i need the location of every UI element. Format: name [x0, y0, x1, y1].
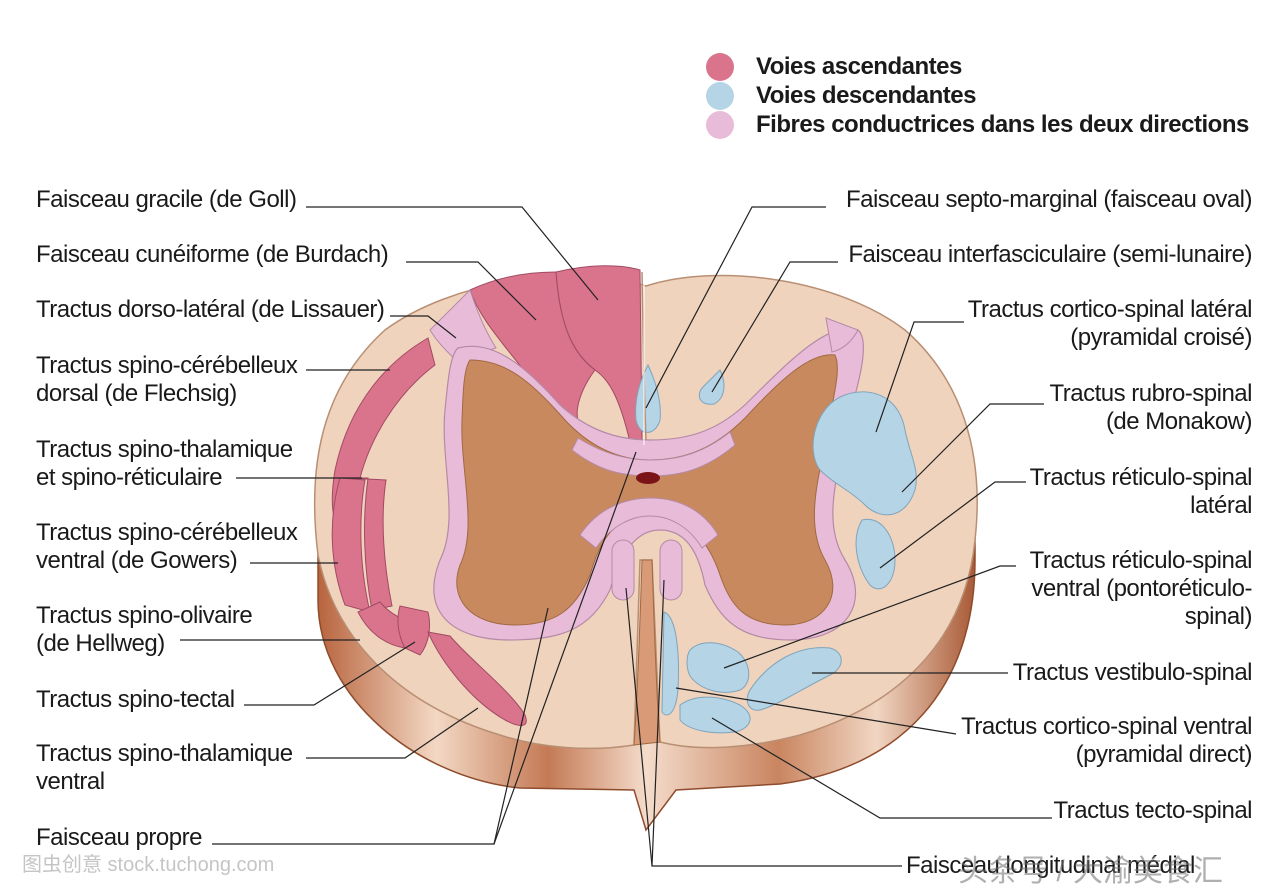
label-line: ventral [36, 768, 105, 795]
label-spino-thal-ventral: Tractus spino-thalamique ventral [36, 740, 293, 796]
label-reticulo-ventral: Tractus réticulo-spinal ventral (pontoré… [1029, 547, 1253, 631]
label-line: ventral (pontoréticulo- [1031, 575, 1252, 602]
label-reticulo-lat: Tractus réticulo-spinal latéral [1029, 464, 1253, 520]
reticulo-ventral-tract [686, 642, 750, 693]
label-septo: Faisceau septo-marginal (faisceau oval) [845, 186, 1253, 214]
label-line: spinal) [1184, 603, 1253, 630]
label-vestibulo: Tractus vestibulo-spinal [1012, 659, 1253, 687]
label-line: Tractus dorso-latéral (de Lissauer) [36, 296, 385, 323]
spino-tectal-tract [397, 605, 431, 656]
cuneiforme-tract [469, 271, 596, 422]
legend-item-ascending: Voies ascendantes [706, 52, 1249, 81]
vestibulo-tract [746, 647, 842, 711]
label-line: Tractus tecto-spinal [1053, 797, 1252, 824]
label-cs-ventral: Tractus cortico-spinal ventral (pyramida… [961, 713, 1252, 769]
label-longitudinal: Faisceau longitudinal médial [906, 852, 1195, 880]
label-line: Faisceau longitudinal médial [906, 852, 1195, 879]
legend-swatch [706, 81, 734, 110]
central-commissure-band [571, 431, 736, 477]
label-line: Faisceau septo-marginal (faisceau oval) [845, 186, 1253, 213]
label-line: ventral (de Gowers) [36, 547, 238, 574]
reticulo-lat-tract [855, 518, 896, 590]
label-cs-lateral: Tractus cortico-spinal latéral (pyramida… [967, 296, 1253, 352]
label-line: (pyramidal croisé) [1070, 324, 1252, 351]
label-lissauer: Tractus dorso-latéral (de Lissauer) [36, 296, 385, 324]
label-line: Faisceau cunéiforme (de Burdach) [36, 241, 389, 268]
central-canal [636, 472, 660, 484]
legend-item-bidirectional: Fibres conductrices dans les deux direct… [706, 110, 1249, 139]
legend-swatch [706, 52, 734, 81]
label-gracile: Faisceau gracile (de Goll) [36, 186, 297, 214]
legend-label: Voies descendantes [756, 81, 976, 109]
label-line: Tractus spino-tectal [36, 686, 235, 713]
tecto-tract [679, 696, 751, 734]
label-line: Tractus vestibulo-spinal [1012, 659, 1253, 686]
label-line: (de Monakow) [1105, 408, 1253, 435]
legend-label: Fibres conductrices dans les deux direct… [756, 110, 1249, 138]
label-line: Tractus spino-thalamique [36, 740, 293, 767]
label-line: Tractus rubro-spinal [1049, 380, 1252, 407]
label-line: Tractus spino-cérébelleux [36, 352, 298, 379]
leader-lines [180, 206, 1052, 867]
ventral-proprius-right [659, 539, 683, 601]
label-gowers: Tractus spino-cérébelleux ventral (de Go… [36, 519, 298, 575]
watermark-right: 头条号 / 大渝美食汇 [958, 855, 1224, 888]
label-line: Faisceau interfasciculaire (semi-lunaire… [848, 241, 1252, 268]
cs-lateral-tract [812, 391, 917, 516]
legend-swatch [706, 110, 734, 139]
label-line: Tractus cortico-spinal ventral [961, 713, 1252, 740]
label-line: Tractus réticulo-spinal [1029, 464, 1253, 491]
ventral-median-fissure [633, 559, 661, 746]
label-line: Tractus spino-cérébelleux [36, 519, 298, 546]
spino-thal-ventral-tract [427, 631, 527, 726]
label-hellweg: Tractus spino-olivaire (de Hellweg) [36, 602, 253, 658]
label-spino-tectal: Tractus spino-tectal [36, 686, 235, 714]
label-spino-thal-lat: Tractus spino-thalamique et spino-réticu… [36, 436, 293, 492]
label-cuneiforme: Faisceau cunéiforme (de Burdach) [36, 241, 389, 269]
label-line: Tractus spino-thalamique [36, 436, 293, 463]
label-line: et spino-réticulaire [36, 464, 223, 491]
label-flechsig: Tractus spino-cérébelleux dorsal (de Fle… [36, 352, 298, 408]
interfascicular-tract [698, 369, 725, 405]
label-line: Faisceau propre [36, 824, 202, 851]
legend: Voies ascendantes Voies descendantes Fib… [706, 52, 1249, 139]
label-line: dorsal (de Flechsig) [36, 380, 237, 407]
label-line: latéral [1190, 492, 1252, 519]
flechsig-tract [331, 337, 436, 537]
label-line: (pyramidal direct) [1075, 741, 1253, 768]
legend-label: Voies ascendantes [756, 52, 962, 80]
label-rubro: Tractus rubro-spinal (de Monakow) [1049, 380, 1252, 436]
cs-ventral-tract [661, 611, 679, 716]
label-propre: Faisceau propre [36, 824, 202, 852]
legend-item-descending: Voies descendantes [706, 81, 1249, 110]
label-interfasc: Faisceau interfasciculaire (semi-lunaire… [848, 241, 1252, 269]
label-line: Tractus spino-olivaire [36, 602, 253, 629]
label-tecto: Tractus tecto-spinal [1053, 797, 1252, 825]
label-line: Tractus réticulo-spinal [1029, 547, 1253, 574]
label-line: Tractus cortico-spinal latéral [967, 296, 1253, 323]
ventral-proprius-left [611, 539, 635, 601]
label-line: Faisceau gracile (de Goll) [36, 186, 297, 213]
watermark-left: 图虫创意 stock.tuchong.com [22, 854, 275, 876]
septo-marginal-tract [635, 363, 661, 433]
label-line: (de Hellweg) [36, 630, 165, 657]
cs-lateral-pink-top [825, 317, 859, 353]
lissauer-tract [429, 289, 497, 361]
